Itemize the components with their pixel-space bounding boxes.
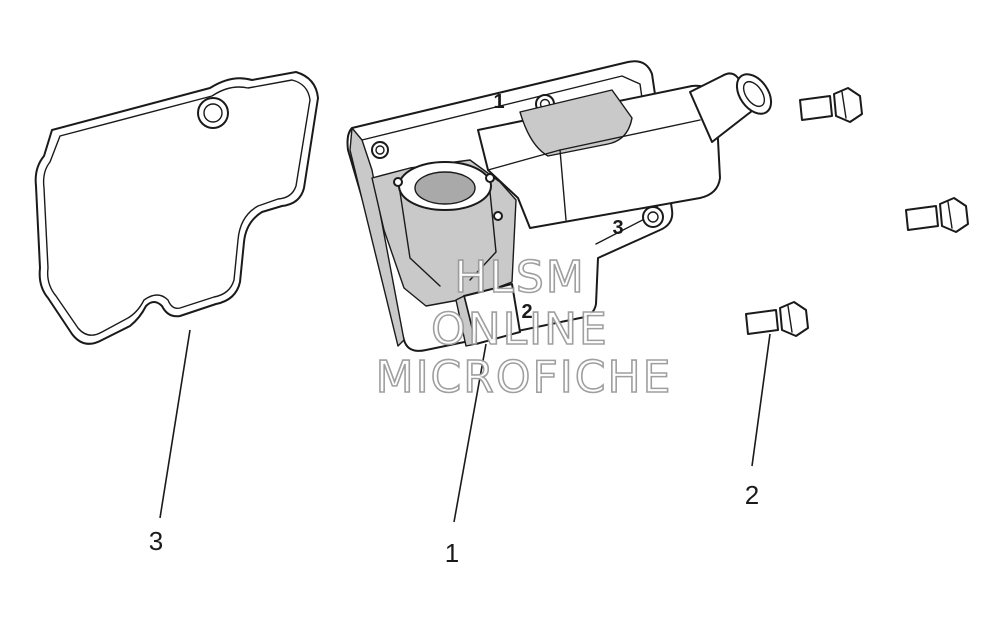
leader-line-3 [159,329,191,519]
watermark-line-1: HLSM [454,252,586,303]
bolt-lower [745,301,809,337]
callout-3: 3 [149,526,163,556]
leader-line-2 [751,333,771,467]
leader-line-1 [453,343,487,523]
callout-1: 1 [445,538,459,568]
cast-mark-2: 2 [521,301,532,323]
watermark-line-3: MICROFICHE [376,352,673,403]
watermark: HLSM ONLINE MICROFICHE [375,251,673,404]
cover-housing: 1 2 3 [346,60,773,352]
cast-mark-3: 3 [612,217,623,239]
bolt-middle [905,197,969,233]
gasket [34,71,319,345]
watermark-line-2: ONLINE [431,304,609,355]
cast-mark-1: 1 [493,91,504,113]
callout-2: 2 [745,480,759,510]
bolt-upper [799,87,863,123]
